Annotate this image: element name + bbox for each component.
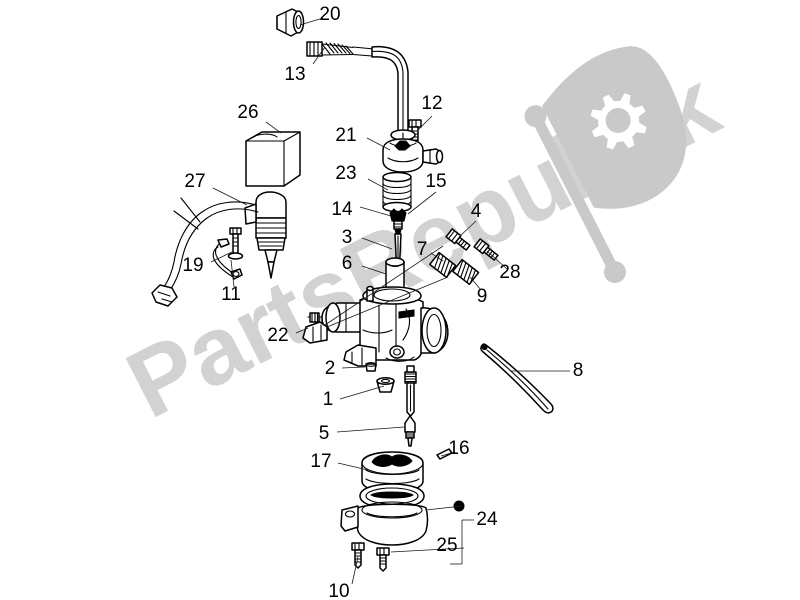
callout-24: 24 (476, 509, 498, 530)
callout-15: 15 (425, 171, 446, 192)
callout-labels-layer: 20 13 26 12 21 23 27 15 14 4 3 7 19 6 28… (182, 4, 583, 600)
part-2-sealing-washer (365, 362, 377, 372)
part-20-cable-adjuster-cap (276, 8, 305, 37)
part-19-mounting-screw (227, 227, 244, 260)
callout-20: 20 (319, 4, 340, 25)
part-26-ignition-coil-block (245, 131, 301, 187)
part-21-throttle-valve-cap (382, 129, 444, 173)
callout-19: 19 (182, 255, 203, 276)
part-17-float-assembly (361, 451, 424, 493)
callout-23: 23 (335, 163, 356, 184)
part-14-15-jet-needle-retainer (389, 208, 407, 235)
callout-25: 25 (436, 535, 457, 556)
callout-1: 1 (323, 389, 334, 410)
part-8-fuel-overflow-hose (480, 343, 554, 414)
callout-27: 27 (184, 171, 205, 192)
callout-13: 13 (284, 64, 305, 85)
callout-22: 22 (267, 325, 288, 346)
callout-9: 9 (477, 286, 488, 307)
callout-6: 6 (342, 253, 353, 274)
callout-12: 12 (421, 93, 442, 114)
watermark-logo (524, 46, 687, 284)
parts-artwork-layer (151, 8, 554, 572)
leader-lines-layer (210, 17, 570, 585)
part-10-bowl-retaining-screw (351, 542, 365, 569)
callout-2: 2 (325, 358, 336, 379)
callout-21: 21 (335, 125, 356, 146)
part-27-ht-lead-cable (151, 197, 259, 307)
callout-8: 8 (573, 360, 584, 381)
part-13-throttle-cable-spring-screw (306, 41, 375, 57)
callout-7: 7 (417, 239, 428, 260)
part-22-cable-guide-bracket (302, 312, 328, 344)
part-emulsion-tube (404, 365, 417, 417)
part-24-float-chamber-bowl (340, 483, 465, 546)
callout-5: 5 (319, 423, 330, 444)
callout-14: 14 (331, 199, 353, 220)
part-25-drain-screw (376, 547, 390, 572)
callout-3: 3 (342, 227, 353, 248)
part-5-float-needle-valve (404, 415, 416, 447)
part-throttle-cable-hose (371, 45, 409, 133)
callout-17: 17 (310, 451, 331, 472)
callout-26: 26 (237, 102, 258, 123)
part-4-idle-mixture-screw (445, 228, 471, 251)
part-coil-body (244, 191, 287, 279)
callout-4: 4 (471, 201, 482, 222)
callout-11: 11 (221, 284, 241, 305)
part-11-bracket-clip (212, 238, 243, 280)
callout-16: 16 (448, 438, 469, 459)
part-9-idle-speed-screw-spring (452, 258, 480, 286)
callout-10: 10 (328, 581, 349, 600)
gear-icon (590, 93, 647, 150)
part-28-idle-speed-screw (473, 238, 499, 261)
part-carburettor-body (307, 285, 449, 367)
callout-28: 28 (499, 262, 520, 283)
part-1-main-jet (376, 377, 395, 393)
part-23-throttle-return-spring (382, 171, 412, 213)
